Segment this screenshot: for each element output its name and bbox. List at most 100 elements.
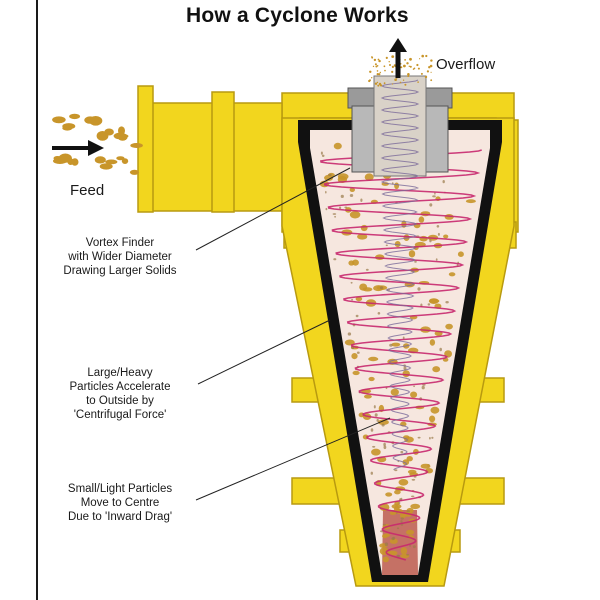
particle bbox=[429, 239, 432, 243]
particle bbox=[402, 370, 410, 378]
spray-dot bbox=[407, 73, 410, 76]
particle bbox=[391, 342, 401, 347]
particle bbox=[398, 479, 409, 486]
particle bbox=[432, 195, 436, 198]
particle bbox=[400, 517, 404, 520]
particle bbox=[321, 154, 325, 157]
particle bbox=[371, 448, 381, 456]
particle bbox=[349, 194, 354, 197]
feed-arrow-icon bbox=[52, 140, 104, 156]
spray-dot bbox=[403, 64, 406, 68]
spray-dot bbox=[373, 58, 377, 62]
spray-dot bbox=[424, 75, 428, 79]
particle bbox=[347, 332, 352, 336]
spray-dot bbox=[378, 59, 381, 63]
particle bbox=[352, 370, 360, 376]
particle bbox=[406, 554, 410, 556]
particle bbox=[394, 469, 398, 472]
spray-dot bbox=[374, 63, 377, 66]
particle bbox=[385, 492, 393, 497]
spray-dot bbox=[428, 66, 431, 69]
particle bbox=[383, 445, 387, 450]
spray-dot bbox=[388, 61, 390, 63]
particle bbox=[417, 287, 421, 291]
spray-dot bbox=[407, 75, 410, 78]
particle bbox=[443, 234, 449, 239]
particle bbox=[389, 538, 398, 544]
particle bbox=[411, 495, 415, 498]
spray-dot bbox=[402, 79, 405, 81]
vortex-finder-label: Vortex Finder with Wider Diameter Drawin… bbox=[40, 236, 200, 278]
spiral-path bbox=[319, 149, 482, 561]
particle bbox=[364, 394, 372, 399]
particle bbox=[383, 533, 390, 538]
spray-dot bbox=[416, 63, 419, 67]
spray-dot bbox=[391, 70, 394, 73]
particle bbox=[406, 456, 413, 462]
particle bbox=[349, 211, 361, 219]
particle bbox=[413, 385, 415, 388]
vortex-finder-label-line: with Wider Diameter bbox=[68, 251, 172, 263]
particle bbox=[406, 510, 410, 513]
particle bbox=[382, 556, 389, 563]
particle bbox=[410, 391, 418, 398]
particle bbox=[320, 151, 323, 155]
small-particles-label-line: Small/Light Particles bbox=[67, 483, 173, 495]
particle bbox=[377, 419, 389, 425]
particle bbox=[370, 428, 374, 432]
spray-dot bbox=[376, 81, 379, 84]
spray-dot bbox=[383, 65, 386, 68]
particle bbox=[427, 303, 431, 306]
spray-dot bbox=[393, 64, 396, 67]
particle bbox=[355, 314, 359, 318]
feed-particle bbox=[116, 156, 125, 161]
particle bbox=[430, 406, 440, 414]
spray-dot bbox=[371, 56, 374, 59]
spray-dot bbox=[371, 77, 373, 79]
particle bbox=[333, 142, 342, 150]
particle bbox=[429, 436, 431, 440]
particle bbox=[357, 233, 368, 240]
spray-dot bbox=[384, 69, 386, 72]
particle bbox=[382, 523, 386, 526]
particle bbox=[400, 547, 408, 555]
feed-particle bbox=[62, 123, 76, 130]
particle bbox=[390, 388, 399, 396]
coil-path bbox=[380, 79, 420, 471]
particle bbox=[408, 250, 416, 258]
vortex-finder-label-line: Vortex Finder bbox=[85, 237, 155, 249]
spray-dot bbox=[372, 65, 375, 68]
particle bbox=[352, 259, 359, 266]
feed-inlet-collar bbox=[211, 91, 235, 213]
spray-dot bbox=[409, 57, 412, 61]
feed-particle bbox=[118, 126, 125, 135]
spray-dot bbox=[430, 59, 433, 62]
feed-particles bbox=[52, 113, 143, 175]
particle bbox=[414, 260, 417, 263]
particle bbox=[325, 190, 327, 194]
spray-dot bbox=[421, 54, 425, 58]
feed-particle bbox=[130, 143, 143, 148]
spray-dot bbox=[417, 67, 420, 70]
particle bbox=[389, 511, 397, 515]
particle bbox=[432, 366, 441, 373]
spray-dot bbox=[430, 71, 432, 73]
particle bbox=[340, 194, 344, 198]
particle bbox=[445, 323, 453, 330]
spray-dot bbox=[376, 73, 379, 76]
feed-particle bbox=[94, 156, 106, 164]
spray-dot bbox=[404, 59, 406, 61]
spray-dot bbox=[400, 66, 403, 69]
spray-dot bbox=[426, 70, 429, 73]
particle bbox=[344, 206, 348, 209]
particle bbox=[368, 356, 379, 362]
particle bbox=[339, 206, 342, 210]
spray-dot bbox=[376, 70, 379, 72]
spray-dot bbox=[389, 64, 391, 66]
large-particles-label: Large/Heavy Particles Accelerate to Outs… bbox=[40, 366, 200, 422]
spray-dot bbox=[385, 56, 388, 60]
particle bbox=[437, 232, 440, 236]
particle bbox=[394, 241, 401, 248]
large-particles-label-line: Large/Heavy bbox=[87, 367, 153, 379]
particle bbox=[406, 529, 415, 535]
